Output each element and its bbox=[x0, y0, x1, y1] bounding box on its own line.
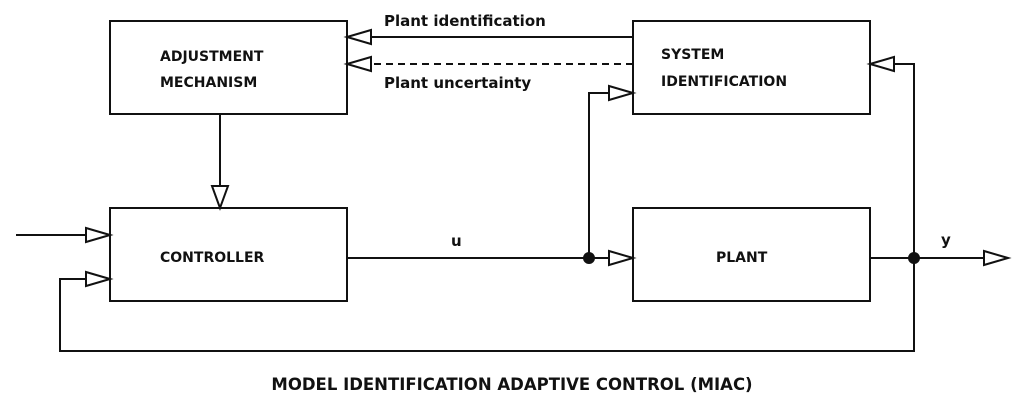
arrowhead-icon bbox=[983, 249, 1012, 267]
controller-block: CONTROLLER bbox=[109, 207, 348, 302]
control-signal-u: u bbox=[347, 232, 637, 267]
plant-block: PLANT bbox=[632, 207, 871, 302]
adjustment-label-line2: MECHANISM bbox=[160, 75, 257, 91]
arrowhead-icon bbox=[210, 185, 230, 211]
arrowhead-icon bbox=[85, 226, 114, 244]
system-id-label-line1: SYSTEM bbox=[661, 47, 724, 63]
y-label: y bbox=[941, 231, 951, 249]
y-to-system-id-signal bbox=[866, 55, 915, 258]
reference-input-signal bbox=[16, 226, 114, 244]
arrowhead-icon bbox=[608, 84, 637, 102]
arrowhead-icon bbox=[85, 270, 114, 288]
adjustment-to-controller-signal bbox=[210, 114, 230, 211]
adjustment-label-line1: ADJUSTMENT bbox=[160, 49, 264, 65]
system-id-label-line2: IDENTIFICATION bbox=[661, 74, 787, 90]
plant-label: PLANT bbox=[716, 250, 768, 266]
plant-uncertainty-signal: Plant uncertainty bbox=[343, 55, 633, 92]
feedback-signal bbox=[59, 258, 915, 352]
arrowhead-icon bbox=[608, 249, 637, 267]
adjustment-mechanism-block: ADJUSTMENT MECHANISM bbox=[109, 20, 348, 115]
arrowhead-icon bbox=[343, 28, 372, 46]
plant-uncertainty-label: Plant uncertainty bbox=[384, 74, 531, 92]
arrowhead-icon bbox=[866, 55, 895, 73]
u-to-system-id-signal bbox=[588, 84, 637, 258]
plant-identification-label: Plant identification bbox=[384, 12, 546, 30]
output-signal-y: y bbox=[870, 231, 1012, 267]
system-identification-block: SYSTEM IDENTIFICATION bbox=[632, 20, 871, 115]
u-label: u bbox=[451, 232, 462, 250]
controller-label: CONTROLLER bbox=[160, 250, 265, 266]
arrowhead-icon bbox=[343, 55, 372, 73]
plant-identification-signal: Plant identification bbox=[343, 12, 633, 46]
diagram-title: MODEL IDENTIFICATION ADAPTIVE CONTROL (M… bbox=[271, 375, 752, 394]
